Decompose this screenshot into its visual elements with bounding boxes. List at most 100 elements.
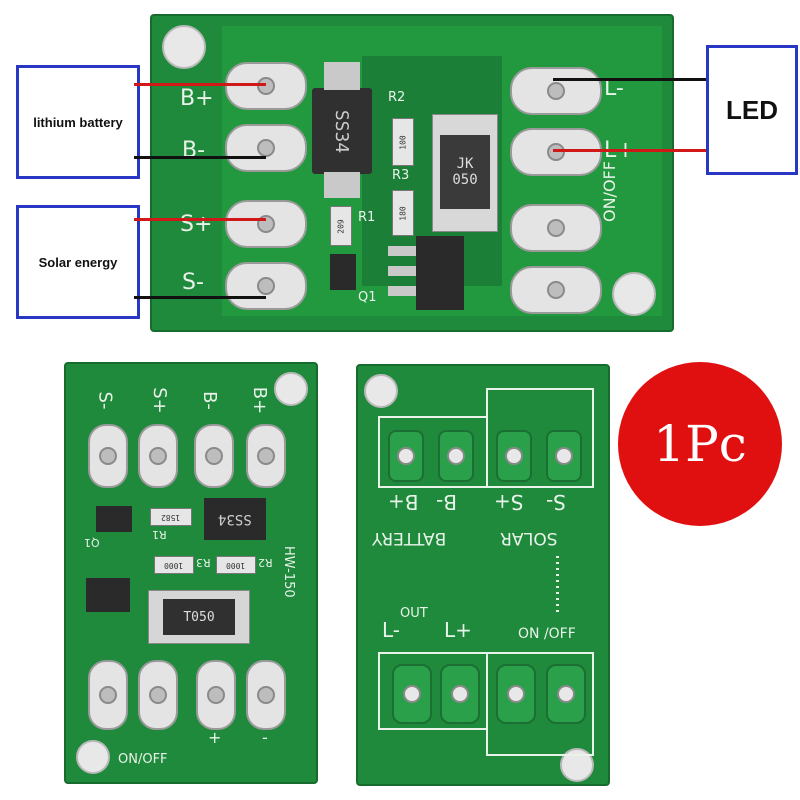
mounting-hole — [162, 25, 206, 69]
label-battery: BATTERY — [372, 528, 447, 548]
wire-led-plus — [553, 149, 706, 152]
diode-ss34: SS34 — [204, 498, 266, 540]
resistor-r3: 180 — [392, 190, 414, 236]
label-l-minus: L- — [604, 76, 624, 101]
resistor-r2: 1000 — [216, 556, 256, 574]
label-b-plus: B+ — [180, 86, 214, 111]
diode-lead — [324, 62, 360, 90]
resistor-r2: 100 — [392, 118, 414, 166]
pad-b-plus — [246, 424, 286, 488]
resistor-value: 1000 — [164, 560, 184, 570]
pad-switch-1 — [510, 204, 602, 252]
callout-solar-energy: Solar energy — [16, 205, 140, 319]
callout-led: LED — [706, 45, 798, 175]
label-s-minus: S- — [94, 391, 116, 410]
r3-value: 180 — [398, 205, 408, 221]
pad-s-plus — [225, 200, 307, 248]
pad-b-minus — [225, 124, 307, 172]
label-l-plus: L+ — [444, 618, 472, 642]
wire-solar-minus — [134, 296, 266, 299]
label-r3: R3 — [392, 168, 410, 183]
inductor-body: JK 050 — [440, 135, 490, 209]
resistor: 1582 — [150, 508, 192, 526]
diode-label: SS34 — [218, 511, 252, 527]
wire-solar-plus — [134, 218, 266, 221]
label-r1: R1 — [358, 210, 376, 225]
pad — [440, 664, 480, 724]
label-on-off: ON/OFF — [118, 752, 168, 767]
wire-battery-plus — [134, 83, 266, 86]
pad-l-plus — [510, 128, 602, 176]
pad — [388, 430, 424, 482]
pad-s-plus — [138, 424, 178, 488]
label-b-minus: B- — [198, 391, 220, 410]
pad — [546, 430, 582, 482]
pad — [392, 664, 432, 724]
label-q1: Q1 — [358, 290, 377, 305]
wire-led-minus — [553, 78, 706, 81]
label-s-plus: S+ — [148, 387, 170, 414]
r1-value: 209 — [336, 218, 346, 234]
label-out: OUT — [400, 606, 428, 621]
label-b-minus: B- — [436, 490, 457, 514]
pad — [496, 664, 536, 724]
mounting-hole — [612, 272, 656, 316]
pad-switch-1 — [88, 660, 128, 730]
label-s-minus: S- — [546, 490, 566, 514]
dotted-silk-line — [556, 556, 559, 616]
wire-battery-minus — [134, 156, 266, 159]
label-q1: Q1 — [84, 536, 100, 549]
transistor-q1 — [330, 254, 356, 290]
ic-leads — [388, 246, 416, 296]
callout-battery-text: lithium battery — [33, 114, 123, 130]
resistor-value: 1000 — [226, 560, 246, 570]
silk-outline-bottom-right — [486, 652, 594, 756]
label-on-off: ON/OFF — [600, 161, 619, 222]
diode-ss34: SS34 — [312, 88, 372, 174]
inductor-label: T050 — [183, 609, 215, 625]
callout-led-text: LED — [726, 94, 778, 125]
label-s-minus: S- — [182, 270, 204, 295]
label-b-plus: B+ — [249, 386, 271, 415]
resistor-r3: 1000 — [154, 556, 194, 574]
pad — [496, 430, 532, 482]
label-out-minus: - — [262, 728, 268, 747]
pad-s-minus — [88, 424, 128, 488]
pad — [438, 430, 474, 482]
pad-l-minus — [510, 67, 602, 115]
mounting-hole — [560, 748, 594, 782]
pad-s-minus — [225, 262, 307, 310]
diode-lead — [324, 172, 360, 198]
regulator-ic — [416, 236, 464, 310]
quantity-badge-text: 1Pc — [653, 415, 747, 473]
label-s-plus: S+ — [494, 490, 524, 514]
label-l-minus: L- — [382, 618, 401, 642]
quantity-badge: 1Pc — [618, 362, 782, 526]
pad-out-plus — [196, 660, 236, 730]
label-r2: R2 — [388, 90, 406, 105]
inductor-body: T050 — [163, 599, 235, 635]
pad-switch-2 — [510, 266, 602, 314]
pad-b-plus — [225, 62, 307, 110]
label-s-plus: S+ — [180, 212, 213, 237]
silk-outline-top-right — [486, 388, 594, 488]
pad-out-minus — [246, 660, 286, 730]
label-r3: R3 — [196, 556, 211, 569]
diode-label: SS34 — [331, 109, 353, 153]
mounting-hole — [274, 372, 308, 406]
regulator-ic — [86, 578, 130, 612]
label-solar: SOLAR — [500, 528, 558, 548]
label-out-plus: + — [208, 728, 222, 747]
label-on-off: ON /OFF — [518, 626, 576, 642]
resistor-value: 1582 — [161, 512, 181, 522]
resistor-r1: 209 — [330, 206, 352, 246]
pad-switch-2 — [138, 660, 178, 730]
inductor: T050 — [148, 590, 250, 644]
mounting-hole — [364, 374, 398, 408]
label-r1: R1 — [152, 528, 167, 541]
callout-solar-text: Solar energy — [38, 254, 118, 270]
pad-b-minus — [194, 424, 234, 488]
r2-value: 100 — [398, 134, 408, 150]
label-b-plus: B+ — [388, 490, 419, 514]
pad — [546, 664, 586, 724]
